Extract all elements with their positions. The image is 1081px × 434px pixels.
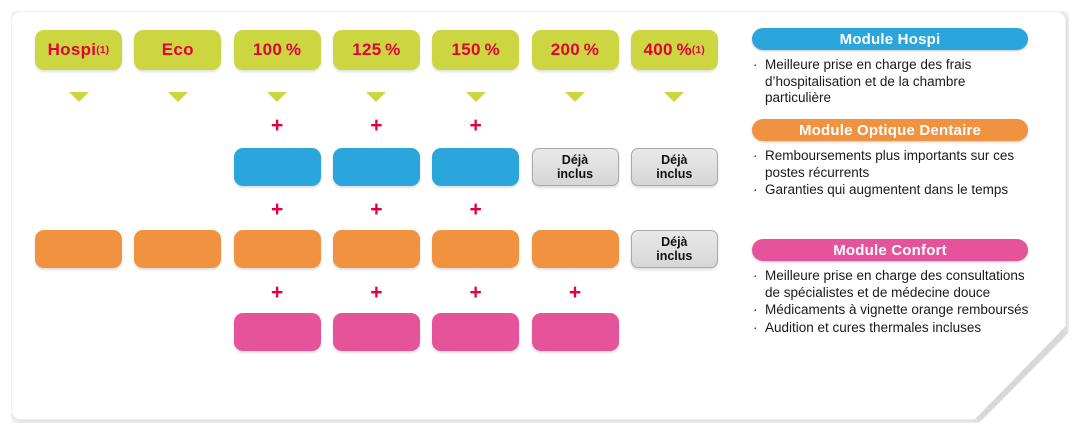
coverage-bar-optique-dentaire-row-200[interactable]	[531, 230, 619, 268]
coverage-bar-hospi-row-100[interactable]	[233, 148, 321, 186]
card-surface	[11, 11, 1066, 420]
plus-icon: +	[469, 198, 482, 221]
bullet-dot-icon: ·	[753, 57, 758, 72]
plan-pill-footnote-marker: (1)	[96, 44, 110, 56]
coverage-bar-hospi-row-125[interactable]	[332, 148, 420, 186]
module-hospi-title-bar[interactable]: Module Hospi	[752, 28, 1028, 50]
benefit-text: Audition et cures thermales incluses	[765, 319, 982, 335]
plan-pill-hospi[interactable]: Hospi(1)	[35, 30, 122, 70]
coverage-bar-optique-dentaire-row-150[interactable]	[432, 230, 520, 268]
module-hospi-block: Module Hospi · Meilleure prise en charge d…	[752, 28, 1034, 108]
benefit-text: Meilleure prise en charge des frais d’ho…	[765, 57, 972, 105]
module-confort-block: Module Confort · Meilleure prise en charge…	[752, 239, 1034, 337]
plus-icon: +	[370, 114, 383, 137]
chevron-down-icon	[565, 92, 585, 102]
plan-pill-label: Hospi	[47, 40, 97, 59]
plus-icon: +	[270, 281, 284, 304]
plan-pill-label: 150 %	[451, 40, 500, 59]
module-optique-dentaire-title-bar[interactable]: Module Optique Dentaire	[752, 119, 1028, 141]
plan-pill-label: 125 %	[352, 40, 401, 59]
module-confort-benefit-list: · Meilleure prise en charge des consultat…	[752, 268, 1034, 336]
plan-pill-label: 100 %	[252, 40, 302, 59]
coverage-bar-hospi-row-150[interactable]	[432, 148, 520, 186]
bullet-dot-icon: ·	[753, 182, 758, 197]
chevron-down-icon	[68, 92, 89, 102]
coverage-bar-optique-dentaire-row-100[interactable]	[233, 230, 321, 268]
coverage-bar-confort-row-100[interactable]	[233, 313, 321, 351]
benefit-text: Médicaments à vignette orange remboursés	[765, 302, 1029, 317]
module-optique-dentaire-benefit-list: · Remboursements plus importants sur ces …	[752, 148, 1034, 199]
plan-pill-400[interactable]: 400 %(1)	[630, 30, 718, 70]
coverage-bar-confort-row-150[interactable]	[432, 313, 520, 351]
benefit-text: Garanties qui augmentent dans le temps	[765, 182, 1009, 197]
list-item: · Meilleure prise en charge des consultat…	[752, 268, 1034, 301]
plus-icon: +	[270, 198, 284, 221]
plus-icon: +	[568, 281, 582, 304]
already-included-line-2: inclus	[556, 167, 594, 181]
bullet-dot-icon: ·	[753, 148, 758, 163]
already-included-line-2: inclus	[656, 249, 693, 263]
plus-icon: +	[370, 281, 383, 304]
module-confort-title-bar[interactable]: Module Confort	[752, 239, 1028, 261]
already-included-line-2: inclus	[656, 167, 693, 181]
already-included-line-1: Déjà	[661, 235, 688, 249]
chevron-down-icon	[267, 92, 288, 102]
coverage-bar-optique-dentaire-row-eco[interactable]	[134, 230, 222, 268]
module-optique-dentaire-block: Module Optique Dentaire · Remboursements p…	[752, 119, 1034, 200]
list-item: · Remboursements plus importants sur ces …	[752, 148, 1034, 181]
plan-pill-200[interactable]: 200 %	[531, 30, 619, 70]
plus-icon: +	[469, 114, 482, 137]
plan-pill-footnote-marker: (1)	[691, 44, 706, 56]
coverage-bar-confort-row-125[interactable]	[332, 313, 420, 351]
chevron-down-icon	[664, 92, 685, 102]
already-included-line-1: Déjà	[561, 153, 589, 167]
plus-icon: +	[270, 114, 284, 137]
bullet-dot-icon: ·	[753, 319, 758, 335]
list-item: · Meilleure prise en charge des frais d’h…	[752, 57, 1034, 107]
plan-pill-100[interactable]: 100 %	[233, 30, 321, 70]
benefit-text: Remboursements plus importants sur ces p…	[765, 148, 1015, 180]
plan-pill-label: 200 %	[550, 40, 600, 59]
list-item: · Médicaments à vignette orange remboursé…	[752, 302, 1034, 319]
plus-icon: +	[370, 198, 383, 221]
coverage-bar-optique-dentaire-row-hospi[interactable]	[35, 230, 122, 268]
plan-pill-label: 400 %	[643, 40, 692, 59]
already-included-line-1: Déjà	[661, 153, 688, 167]
plan-pill-125[interactable]: 125 %	[332, 30, 420, 70]
coverage-bar-confort-row-200[interactable]	[531, 313, 619, 351]
plus-icon: +	[469, 281, 482, 304]
chevron-down-icon	[465, 92, 486, 102]
list-item: · Audition et cures thermales incluses	[752, 320, 1034, 337]
list-item: · Garanties qui augmentent dans le temps	[752, 182, 1034, 199]
plan-pill-label: Eco	[161, 40, 194, 59]
benefit-text: Meilleure prise en charge des consultati…	[765, 268, 1025, 300]
plan-pill-eco[interactable]: Eco	[134, 30, 222, 70]
bullet-dot-icon: ·	[753, 302, 758, 317]
chevron-down-icon	[366, 92, 387, 102]
bullet-dot-icon: ·	[753, 268, 758, 283]
coverage-bar-optique-dentaire-row-125[interactable]	[332, 230, 420, 268]
chevron-down-icon	[167, 92, 188, 102]
module-hospi-benefit-list: · Meilleure prise en charge des frais d’h…	[752, 57, 1034, 107]
plan-pill-150[interactable]: 150 %	[432, 30, 520, 70]
